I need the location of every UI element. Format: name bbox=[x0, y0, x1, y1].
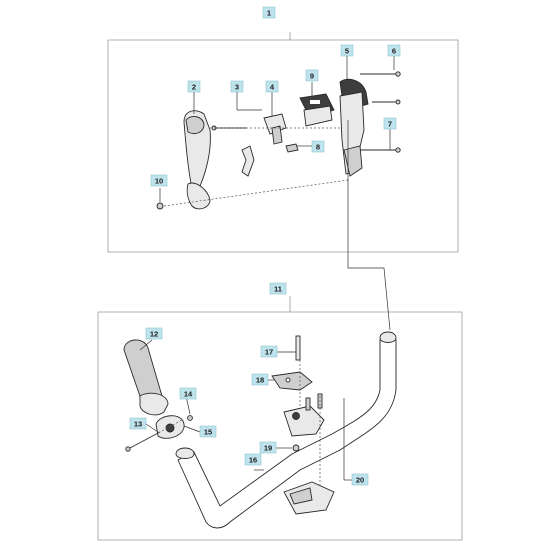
svg-text:13: 13 bbox=[134, 419, 142, 428]
callout-5[interactable]: 5 bbox=[340, 44, 354, 57]
screw-6 bbox=[360, 71, 401, 77]
callout-20[interactable]: 20 bbox=[351, 473, 369, 486]
callout-8[interactable]: 8 bbox=[311, 140, 325, 153]
clamp-bottom-plate bbox=[283, 393, 325, 437]
nut-14 bbox=[187, 415, 193, 421]
svg-text:4: 4 bbox=[270, 82, 275, 91]
pin-3 bbox=[211, 125, 246, 131]
svg-text:2: 2 bbox=[192, 82, 196, 91]
throttle-block bbox=[263, 113, 287, 145]
clamp-cover-20 bbox=[283, 481, 335, 515]
callout-4[interactable]: 4 bbox=[265, 80, 279, 93]
callout-2[interactable]: 2 bbox=[187, 80, 201, 93]
callout-9[interactable]: 9 bbox=[305, 69, 319, 82]
svg-text:1: 1 bbox=[267, 8, 271, 17]
svg-text:7: 7 bbox=[388, 119, 392, 128]
svg-text:16: 16 bbox=[249, 455, 257, 464]
clamp-top-18 bbox=[271, 371, 313, 391]
svg-text:17: 17 bbox=[265, 347, 273, 356]
handle-bar bbox=[175, 331, 397, 529]
pin-17 bbox=[295, 335, 301, 361]
svg-text:18: 18 bbox=[256, 375, 264, 384]
assembly-line bbox=[133, 419, 183, 447]
lower-group-frame bbox=[97, 311, 463, 541]
callout-14[interactable]: 14 bbox=[179, 387, 197, 400]
clamp-spring bbox=[285, 143, 299, 153]
callout-17[interactable]: 17 bbox=[260, 345, 278, 358]
callout-18[interactable]: 18 bbox=[251, 373, 269, 386]
callout-6[interactable]: 6 bbox=[387, 44, 401, 57]
svg-text:6: 6 bbox=[392, 46, 396, 55]
callout-7[interactable]: 7 bbox=[383, 117, 397, 130]
handle-left-housing bbox=[183, 110, 211, 210]
handle-clamp-15 bbox=[155, 415, 185, 439]
bolt-13 bbox=[125, 431, 161, 452]
callout-1[interactable]: 1 bbox=[262, 6, 276, 19]
callout-15[interactable]: 15 bbox=[199, 425, 217, 438]
leader-lines-lower bbox=[139, 339, 354, 481]
callout-11[interactable]: 11 bbox=[269, 282, 287, 295]
screw-short bbox=[372, 99, 401, 105]
handle-grip bbox=[123, 339, 169, 416]
svg-text:14: 14 bbox=[184, 389, 193, 398]
svg-text:15: 15 bbox=[204, 427, 212, 436]
svg-text:20: 20 bbox=[356, 475, 364, 484]
callout-12[interactable]: 12 bbox=[145, 327, 163, 340]
svg-text:9: 9 bbox=[310, 71, 314, 80]
leader-lines-upper bbox=[159, 56, 395, 202]
svg-text:19: 19 bbox=[264, 443, 272, 452]
svg-text:8: 8 bbox=[316, 142, 320, 151]
nut-19 bbox=[292, 444, 300, 452]
tube-connector bbox=[347, 120, 391, 331]
stop-switch bbox=[299, 93, 335, 127]
upper-group-frame bbox=[107, 38, 459, 253]
callout-16[interactable]: 16 bbox=[244, 453, 262, 466]
callout-10[interactable]: 10 bbox=[150, 174, 168, 187]
svg-text:12: 12 bbox=[150, 329, 158, 338]
callout-13[interactable]: 13 bbox=[129, 417, 147, 430]
svg-text:11: 11 bbox=[274, 284, 282, 293]
screw-7 bbox=[360, 147, 401, 153]
svg-text:3: 3 bbox=[235, 82, 239, 91]
trigger-lever bbox=[241, 145, 255, 177]
nut bbox=[156, 202, 164, 210]
callout-19[interactable]: 19 bbox=[259, 441, 277, 454]
svg-text:10: 10 bbox=[155, 176, 163, 185]
assembly-line bbox=[163, 179, 349, 207]
handle-right-housing bbox=[339, 78, 369, 177]
svg-text:5: 5 bbox=[345, 46, 349, 55]
callout-3[interactable]: 3 bbox=[230, 80, 244, 93]
